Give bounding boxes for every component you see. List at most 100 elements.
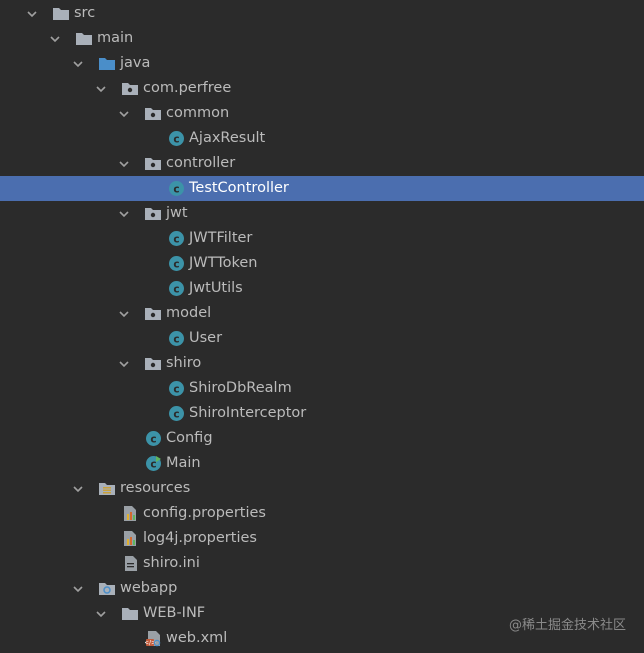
expand-chevron-icon[interactable] <box>116 101 132 126</box>
expand-chevron-icon[interactable] <box>116 351 132 376</box>
expand-chevron-icon[interactable] <box>47 26 63 51</box>
tree-item-label: src <box>74 5 96 21</box>
package-icon <box>144 355 162 372</box>
class-icon: c <box>144 430 162 447</box>
expand-chevron-icon[interactable] <box>70 476 86 501</box>
tree-item-label: User <box>189 330 223 346</box>
tree-item-label: config.properties <box>143 505 266 521</box>
tree-item-label: JWTFilter <box>189 230 253 246</box>
svg-text:c: c <box>173 333 179 345</box>
tree-item-controller[interactable]: controller <box>0 151 644 176</box>
folder-icon <box>52 5 70 22</box>
svg-text:c: c <box>173 183 179 195</box>
class-icon: c <box>167 380 185 397</box>
web-folder-icon <box>98 580 116 597</box>
expand-chevron-icon[interactable] <box>24 1 40 26</box>
tree-item-label: ShiroInterceptor <box>189 405 307 421</box>
expand-chevron-icon[interactable] <box>93 76 109 101</box>
expand-chevron-icon[interactable] <box>116 201 132 226</box>
tree-item-label: WEB-INF <box>143 605 206 621</box>
tree-item-common[interactable]: common <box>0 101 644 126</box>
properties-file-icon <box>121 530 139 547</box>
tree-item-resources[interactable]: resources <box>0 476 644 501</box>
expand-chevron-icon[interactable] <box>116 151 132 176</box>
tree-item-label: java <box>120 55 151 71</box>
tree-item-label: webapp <box>120 580 178 596</box>
tree-item-label: web.xml <box>166 630 228 646</box>
tree-item-testcontroller[interactable]: c TestController <box>0 176 644 201</box>
tree-item-label: JWTToken <box>189 255 258 271</box>
tree-item-model[interactable]: model <box>0 301 644 326</box>
tree-item-label: log4j.properties <box>143 530 257 546</box>
tree-item-label: shiro <box>166 355 202 371</box>
svg-text:c: c <box>150 458 156 470</box>
svg-text:c: c <box>173 408 179 420</box>
tree-item-shiro-ini[interactable]: shiro.ini <box>0 551 644 576</box>
tree-item-label: shiro.ini <box>143 555 200 571</box>
tree-item-src[interactable]: src <box>0 1 644 26</box>
svg-text:c: c <box>173 383 179 395</box>
svg-text:</>: </> <box>145 640 156 647</box>
expand-chevron-icon[interactable] <box>116 301 132 326</box>
class-icon: c <box>167 330 185 347</box>
package-icon <box>144 205 162 222</box>
package-icon <box>121 80 139 97</box>
tree-item-config[interactable]: c Config <box>0 426 644 451</box>
svg-text:c: c <box>173 258 179 270</box>
properties-file-icon <box>121 505 139 522</box>
expand-chevron-icon[interactable] <box>93 601 109 626</box>
tree-item-label: common <box>166 105 230 121</box>
expand-chevron-icon[interactable] <box>70 576 86 601</box>
svg-text:c: c <box>173 233 179 245</box>
svg-text:c: c <box>173 133 179 145</box>
tree-item-shiro[interactable]: shiro <box>0 351 644 376</box>
watermark: @稀土掘金技术社区 <box>508 618 626 633</box>
tree-item-shirointerceptor[interactable]: c ShiroInterceptor <box>0 401 644 426</box>
xml-file-icon: </> <box>144 630 162 647</box>
tree-item-web-xml[interactable]: </> web.xml <box>0 626 644 651</box>
svg-text:c: c <box>173 283 179 295</box>
tree-item-main[interactable]: main <box>0 26 644 51</box>
tree-item-jwtfilter[interactable]: c JWTFilter <box>0 226 644 251</box>
package-icon <box>144 105 162 122</box>
tree-item-label: com.perfree <box>143 80 232 96</box>
tree-item-label: ShiroDbRealm <box>189 380 292 396</box>
tree-item-label: AjaxResult <box>189 130 266 146</box>
class-icon: c <box>167 255 185 272</box>
tree-item-user[interactable]: c User <box>0 326 644 351</box>
source-folder-icon <box>98 55 116 72</box>
expand-chevron-icon[interactable] <box>70 51 86 76</box>
tree-item-label: Config <box>166 430 213 446</box>
tree-item-jwttoken[interactable]: c JWTToken <box>0 251 644 276</box>
tree-item-label: TestController <box>189 180 289 196</box>
class-icon: c <box>167 180 185 197</box>
tree-item-java[interactable]: java <box>0 51 644 76</box>
tree-item-jwt[interactable]: jwt <box>0 201 644 226</box>
package-icon <box>144 155 162 172</box>
tree-item-com-perfree[interactable]: com.perfree <box>0 76 644 101</box>
folder-icon <box>75 30 93 47</box>
svg-text:c: c <box>150 433 156 445</box>
class-icon: c <box>167 280 185 297</box>
tree-item-label: jwt <box>166 205 188 221</box>
class-icon: c <box>167 230 185 247</box>
class-icon: c <box>167 130 185 147</box>
class-icon: c <box>167 405 185 422</box>
tree-item-shirodbrealm[interactable]: c ShiroDbRealm <box>0 376 644 401</box>
tree-item-label: main <box>97 30 134 46</box>
tree-item-label: resources <box>120 480 191 496</box>
tree-item-label: controller <box>166 155 236 171</box>
tree-item-ajaxresult[interactable]: c AjaxResult <box>0 126 644 151</box>
tree-item-webapp[interactable]: webapp <box>0 576 644 601</box>
main-class-icon: c <box>144 455 162 472</box>
tree-item-label: model <box>166 305 212 321</box>
folder-icon <box>121 605 139 622</box>
tree-item-config-properties[interactable]: config.properties <box>0 501 644 526</box>
tree-item-web-inf[interactable]: WEB-INF <box>0 601 644 626</box>
resources-folder-icon <box>98 480 116 497</box>
tree-item-log4j-properties[interactable]: log4j.properties <box>0 526 644 551</box>
package-icon <box>144 305 162 322</box>
